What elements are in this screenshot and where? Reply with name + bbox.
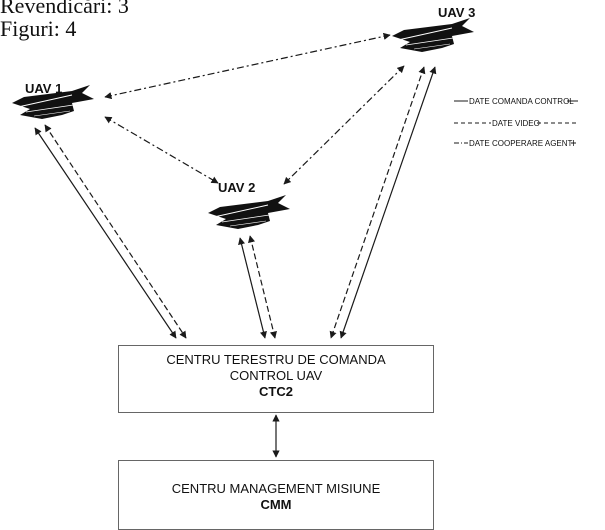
- mission-center-code: CMM: [260, 497, 292, 512]
- figures-count-text: Figuri: 4: [0, 16, 77, 41]
- link-uav3-ctc2-video: [329, 66, 426, 339]
- link-uav1-ctc2-control: [34, 127, 177, 339]
- uav-2-label: UAV 2: [218, 180, 255, 195]
- ground-station-title-line1: CENTRU TERESTRU DE COMANDA: [166, 352, 386, 367]
- link-uav1-uav2-cooperation: [104, 116, 219, 184]
- legend: DATE COMANDA CONTROL DATE VIDEO DATE COO…: [454, 97, 578, 148]
- claims-count-text: Revendicări: 3: [0, 0, 129, 18]
- mission-center-title: CENTRU MANAGEMENT MISIUNE: [171, 481, 381, 496]
- legend-cooperation-label: DATE COOPERARE AGENTI: [469, 139, 575, 148]
- link-uav2-ctc2-control: [238, 237, 267, 339]
- uav-1-label: UAV 1: [25, 81, 62, 96]
- mission-management-center-box: CENTRU MANAGEMENT MISIUNE CMM: [118, 460, 434, 530]
- legend-control-entry: DATE COMANDA CONTROL: [454, 97, 578, 106]
- uav-3-aircraft-icon: [391, 17, 475, 53]
- ground-control-station-box: CENTRU TERESTRU DE COMANDA CONTROL UAV C…: [118, 345, 434, 413]
- link-uav1-ctc2-video: [44, 124, 187, 339]
- link-uav2-uav3-cooperation: [283, 65, 405, 185]
- legend-video-entry: DATE VIDEO: [454, 119, 578, 128]
- legend-control-label: DATE COMANDA CONTROL: [469, 97, 574, 106]
- uav-2-aircraft-icon: [207, 194, 291, 230]
- ground-station-code: CTC2: [259, 384, 293, 399]
- legend-video-label: DATE VIDEO: [492, 119, 540, 128]
- legend-cooperation-entry: DATE COOPERARE AGENTI: [454, 139, 578, 148]
- link-uav2-ctc2-video: [248, 235, 277, 339]
- link-uav1-uav3-cooperation: [104, 32, 391, 100]
- ground-station-title-line2: CONTROL UAV: [229, 368, 323, 383]
- uav-3-label: UAV 3: [438, 5, 475, 20]
- link-uav3-ctc2-control: [339, 66, 437, 339]
